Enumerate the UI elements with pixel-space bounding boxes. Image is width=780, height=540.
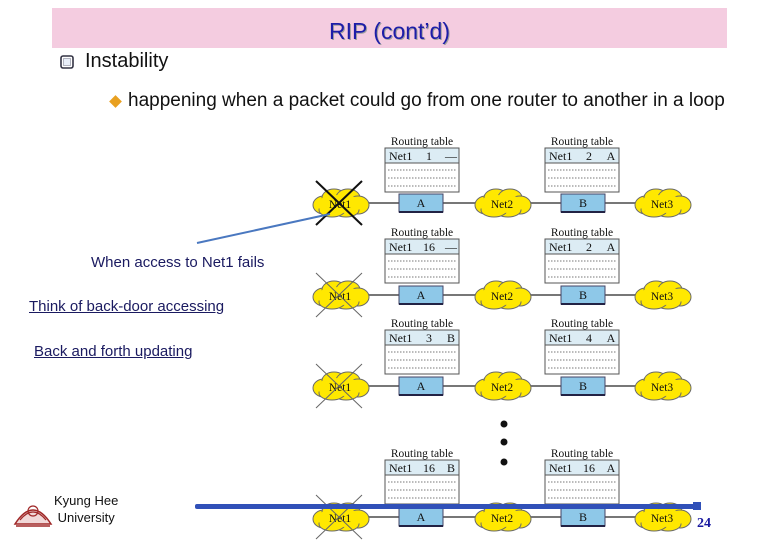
router-label-2-1: B	[579, 196, 587, 210]
router-label-1-3: A	[417, 379, 426, 393]
table-a-2-dest: Net1	[389, 240, 412, 254]
table-a-3-title: Routing table	[391, 318, 453, 330]
table-b-1-hops: 2	[586, 149, 592, 163]
table-b-2-hops: 2	[586, 240, 592, 254]
table-a-4-title: Routing table	[391, 448, 453, 460]
table-a-1-dest: Net1	[389, 149, 412, 163]
table-a-2-hops: 16	[423, 240, 435, 254]
callout-arrow	[196, 213, 331, 244]
table-b-4-hops: 16	[583, 461, 595, 475]
fail-cross-b-1	[315, 180, 363, 226]
cloud-net3-3	[634, 371, 692, 401]
net-label-3-1: Net3	[651, 199, 674, 211]
bullet-text: happening when a packet could go from on…	[128, 90, 725, 111]
net-label-3-4: Net3	[651, 513, 674, 525]
table-a-2-next-hop: —	[444, 240, 458, 254]
table-a-4-hops: 16	[423, 461, 435, 475]
table-b-4-title: Routing table	[551, 448, 613, 460]
table-b-3-dest: Net1	[549, 331, 572, 345]
net-label-2-4: Net2	[491, 513, 514, 525]
table-b-3-entry-row	[544, 329, 620, 346]
fail-cross-b-3	[315, 363, 363, 409]
cloud-net2-3	[474, 371, 532, 401]
table-b-4-entry-row	[544, 459, 620, 476]
cloud-net2-1	[474, 188, 532, 218]
router-label-2-3: B	[579, 379, 587, 393]
router-label-1-2: A	[417, 288, 426, 302]
table-a-3-next-hop: B	[447, 331, 455, 345]
router-label-2-2: B	[579, 288, 587, 302]
table-b-2-next-hop: A	[607, 240, 616, 254]
cloud-net3-4	[634, 502, 692, 532]
table-a-1-entry-row	[384, 147, 460, 164]
table-b-1-dest: Net1	[549, 149, 572, 163]
router-label-1-4: A	[417, 510, 426, 524]
table-a-1-hops: 1	[426, 149, 432, 163]
table-b-4-next-hop: A	[607, 461, 616, 475]
table-a-3-hops: 3	[426, 331, 432, 345]
note-net1-fails: When access to Net1 fails	[91, 254, 265, 271]
university-name: Kyung Hee University	[54, 493, 119, 525]
footer-line	[195, 502, 701, 510]
checkbox-bullet-icon	[60, 55, 74, 69]
table-b-1-next-hop: A	[607, 149, 616, 163]
table-a-1-next-hop: —	[444, 149, 458, 163]
ellipsis-dot-3	[500, 458, 508, 466]
table-b-2-title: Routing table	[551, 227, 613, 239]
cloud-net2-2	[474, 280, 532, 310]
net-label-2-1: Net2	[491, 199, 514, 211]
cloud-net2-4	[474, 502, 532, 532]
net-label-3-2: Net3	[651, 291, 674, 303]
table-a-3-entry-row	[384, 329, 460, 346]
title-bar: RIP (cont’d)	[52, 8, 727, 48]
ellipsis-dot-1	[500, 420, 508, 428]
table-b-1-entry-row	[544, 147, 620, 164]
net-label-2-2: Net2	[491, 291, 514, 303]
table-b-4-dest: Net1	[549, 461, 572, 475]
note-back-door[interactable]: Think of back-door accessing	[29, 298, 225, 315]
table-b-1-title: Routing table	[551, 136, 613, 148]
router-label-2-4: B	[579, 510, 587, 524]
net-label-3-3: Net3	[651, 382, 674, 394]
table-a-3-dest: Net1	[389, 331, 412, 345]
fail-cross-b-4	[315, 494, 363, 540]
cloud-net3-1	[634, 188, 692, 218]
table-a-2-title: Routing table	[391, 227, 453, 239]
fail-cross-b-2	[315, 272, 363, 318]
net-label-2-3: Net2	[491, 382, 514, 394]
page-number: 24	[697, 516, 711, 531]
cloud-net3-2	[634, 280, 692, 310]
slide-title: RIP (cont’d)	[328, 18, 450, 44]
table-a-1-title: Routing table	[391, 136, 453, 148]
ellipsis-dot-2	[500, 438, 508, 446]
table-b-2-entry-row	[544, 238, 620, 255]
table-b-3-next-hop: A	[607, 331, 616, 345]
table-b-3-hops: 4	[586, 331, 592, 345]
table-a-4-next-hop: B	[447, 461, 455, 475]
router-label-1-1: A	[417, 196, 426, 210]
table-b-2-dest: Net1	[549, 240, 572, 254]
university-seal-icon	[13, 505, 53, 527]
table-a-4-entry-row	[384, 459, 460, 476]
table-b-3-title: Routing table	[551, 318, 613, 330]
note-back-forth[interactable]: Back and forth updating	[34, 343, 193, 360]
cloud-net1-3	[312, 371, 370, 401]
table-a-4-dest: Net1	[389, 461, 412, 475]
table-a-2-entry-row	[384, 238, 460, 255]
heading-instability: Instability	[85, 50, 169, 72]
